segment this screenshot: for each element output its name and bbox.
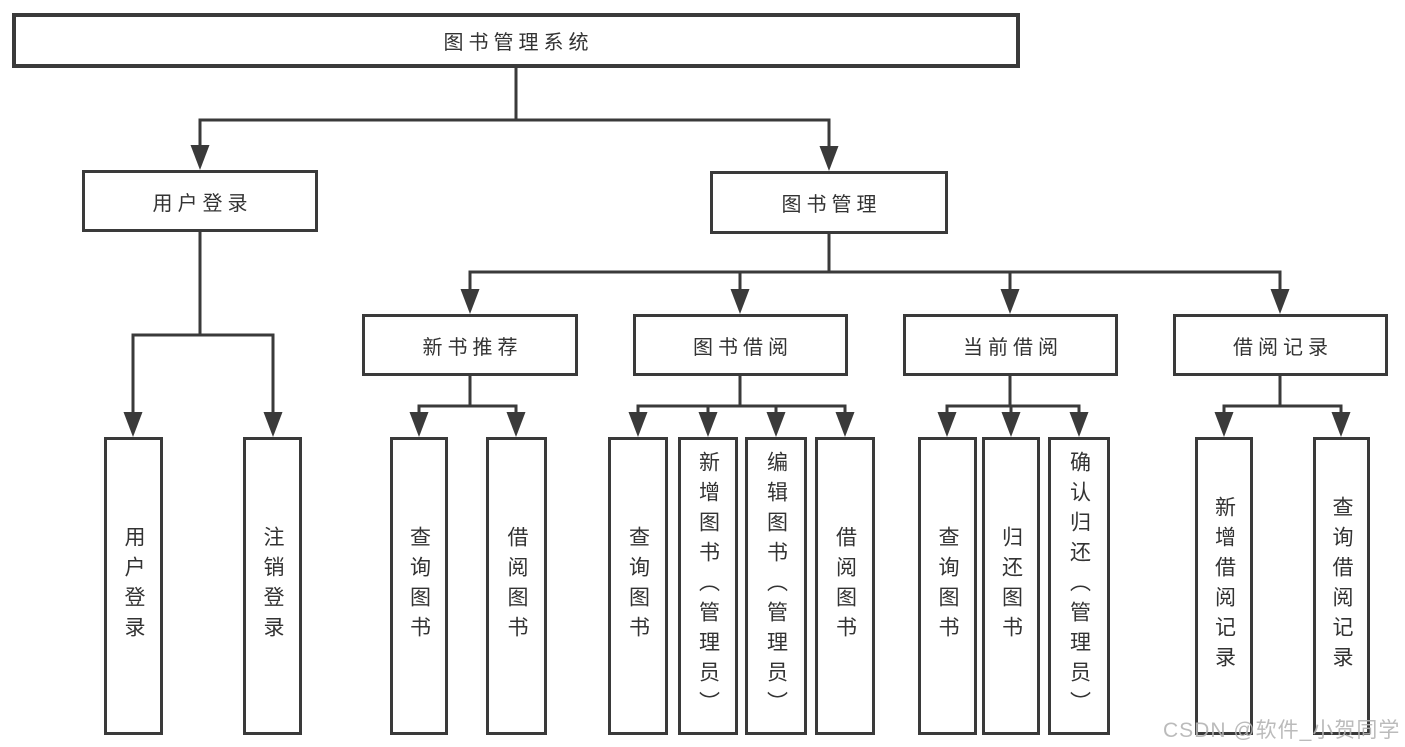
node-current-borrowing-label: 当前借阅 <box>963 336 1063 359</box>
arrowhead-icon <box>698 412 718 437</box>
arrowhead-icon <box>1214 412 1234 437</box>
leaf-query-books-borrow: 查询图书 <box>608 437 668 735</box>
arrowhead-icon <box>263 412 283 437</box>
arrowhead-icon <box>628 412 648 437</box>
leaf-query-borrow-record-label: 查询借阅记录 <box>1330 496 1353 676</box>
leaf-add-book-admin-label: 新增图书（管理员） <box>696 451 720 721</box>
arrowhead-icon <box>1001 412 1021 437</box>
arrowhead-icon <box>819 146 839 171</box>
arrowhead-icon <box>766 412 786 437</box>
leaf-borrow-books-borrow-label: 借阅图书 <box>833 526 857 646</box>
leaf-borrow-books-borrow: 借阅图书 <box>815 437 875 735</box>
leaf-edit-book-admin: 编辑图书（管理员） <box>745 437 807 735</box>
arrowhead-icon <box>123 412 143 437</box>
node-book-borrowing-label: 图书借阅 <box>693 336 793 359</box>
arrowhead-icon <box>460 289 480 314</box>
leaf-return-book: 归还图书 <box>982 437 1040 735</box>
node-borrowing-records-label: 借阅记录 <box>1233 336 1333 359</box>
leaf-return-book-label: 归还图书 <box>999 526 1023 646</box>
arrowhead-icon <box>835 412 855 437</box>
node-book-management-label: 图书管理 <box>781 194 882 216</box>
arrowhead-icon <box>409 412 429 437</box>
arrowhead-icon <box>730 289 750 314</box>
arrowhead-icon <box>937 412 957 437</box>
node-new-book-recommend: 新书推荐 <box>362 314 578 376</box>
arrowhead-icon <box>1069 412 1089 437</box>
leaf-query-books-current: 查询图书 <box>918 437 977 735</box>
leaf-query-borrow-record: 查询借阅记录 <box>1313 437 1370 735</box>
arrowhead-icon <box>1331 412 1351 437</box>
leaf-add-borrow-record-label: 新增借阅记录 <box>1212 496 1236 676</box>
leaf-add-borrow-record: 新增借阅记录 <box>1195 437 1253 735</box>
leaf-logout: 注销登录 <box>243 437 302 735</box>
node-book-management: 图书管理 <box>710 171 948 234</box>
watermark-text: CSDN @软件_小贺同学 <box>1163 719 1401 742</box>
node-user-login: 用户登录 <box>82 170 318 232</box>
leaf-query-books-recommend: 查询图书 <box>390 437 448 735</box>
leaf-confirm-return-admin-label: 确认归还（管理员） <box>1067 451 1091 721</box>
node-library-system-label: 图书管理系统 <box>443 32 594 54</box>
leaf-add-book-admin: 新增图书（管理员） <box>678 437 738 735</box>
leaf-confirm-return-admin: 确认归还（管理员） <box>1048 437 1110 735</box>
node-book-borrowing: 图书借阅 <box>633 314 848 376</box>
arrowhead-icon <box>1000 289 1020 314</box>
leaf-borrow-books-recommend-label: 借阅图书 <box>505 526 528 646</box>
leaf-logout-label: 注销登录 <box>261 526 284 646</box>
leaf-borrow-books-recommend: 借阅图书 <box>486 437 547 735</box>
node-user-login-label: 用户登录 <box>152 192 253 215</box>
node-library-system: 图书管理系统 <box>12 13 1020 68</box>
leaf-user-login-label: 用户登录 <box>122 526 145 646</box>
leaf-query-books-current-label: 查询图书 <box>936 526 959 646</box>
leaf-query-books-recommend-label: 查询图书 <box>407 526 431 646</box>
arrowhead-icon <box>1270 289 1290 314</box>
node-current-borrowing: 当前借阅 <box>903 314 1118 376</box>
arrowhead-icon <box>506 412 526 437</box>
arrowhead-icon <box>190 145 210 170</box>
leaf-query-books-borrow-label: 查询图书 <box>626 526 650 646</box>
leaf-edit-book-admin-label: 编辑图书（管理员） <box>764 451 788 721</box>
node-borrowing-records: 借阅记录 <box>1173 314 1388 376</box>
leaf-user-login: 用户登录 <box>104 437 163 735</box>
node-new-book-recommend-label: 新书推荐 <box>422 336 523 359</box>
